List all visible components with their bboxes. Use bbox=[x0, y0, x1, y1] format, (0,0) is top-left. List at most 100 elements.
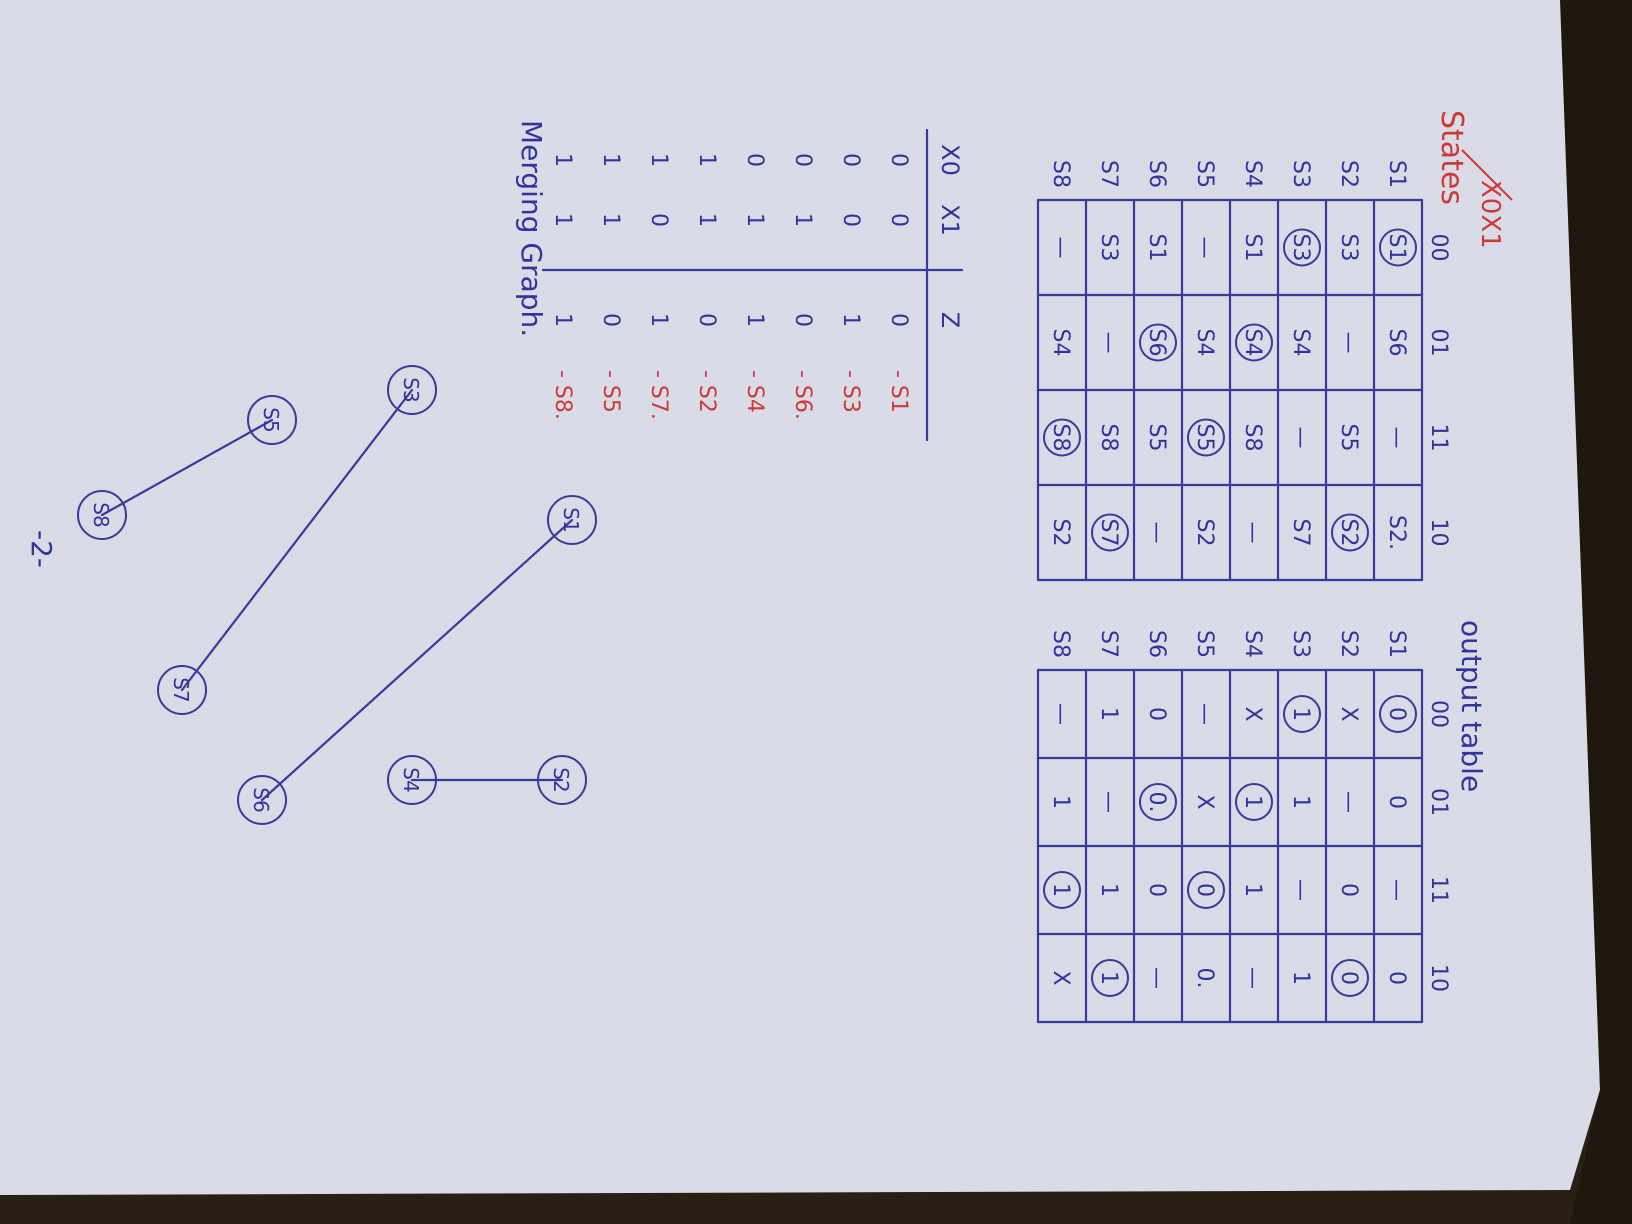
state-table-cell: S5 bbox=[1192, 424, 1217, 452]
state-table-row-label: S5 bbox=[1192, 160, 1217, 188]
state-table-cell: S3 bbox=[1288, 234, 1313, 262]
merging-graph-node-label: S4 bbox=[399, 767, 423, 792]
output-table-cell: 1 bbox=[1096, 707, 1121, 721]
state-table-cell: — bbox=[1240, 522, 1265, 544]
state-table-cell: S6 bbox=[1384, 329, 1409, 357]
truth-table-state: - S6. bbox=[790, 370, 815, 420]
merging-graph-node bbox=[237, 775, 287, 825]
merging-graph-node bbox=[547, 495, 597, 545]
merging-graph-node-label: S7 bbox=[169, 677, 193, 702]
output-table-cell: 1 bbox=[1096, 883, 1121, 897]
output-table-cell-circle bbox=[1331, 959, 1369, 997]
state-table-row-label: S6 bbox=[1144, 160, 1169, 188]
output-table-cell-circle bbox=[1379, 695, 1417, 733]
truth-table-cell: 1 bbox=[550, 213, 575, 227]
output-table-cell: 1 bbox=[1240, 795, 1265, 809]
output-table-row-label: S6 bbox=[1144, 630, 1169, 658]
merging-graph-node bbox=[537, 755, 587, 805]
output-table-cell: 0 bbox=[1336, 971, 1361, 985]
output-table-row-label: S3 bbox=[1288, 630, 1313, 658]
output-table-row-label: S1 bbox=[1384, 630, 1409, 658]
state-table-cell: S5 bbox=[1336, 424, 1361, 452]
output-table-row-label: S7 bbox=[1096, 630, 1121, 658]
truth-table-state: - S4 bbox=[742, 370, 767, 413]
state-table-cell: S4 bbox=[1192, 329, 1217, 357]
state-table-cell: S1 bbox=[1384, 234, 1409, 262]
output-table-col-header: 10 bbox=[1426, 964, 1451, 992]
truth-table-state: - S5 bbox=[598, 370, 623, 413]
output-table-cell-circle bbox=[1043, 871, 1081, 909]
truth-table-cell: 0 bbox=[790, 313, 815, 327]
merging-graph-node-label: S5 bbox=[259, 407, 283, 432]
output-table-row-label: S8 bbox=[1048, 630, 1073, 658]
output-table-row-label: S4 bbox=[1240, 630, 1265, 658]
truth-table-header: Z bbox=[936, 312, 964, 328]
state-table-col-header: 00 bbox=[1426, 234, 1451, 262]
truth-table-cell: 1 bbox=[598, 213, 623, 227]
state-table-cell-circle bbox=[1235, 323, 1273, 362]
state-table-cell: S8 bbox=[1240, 424, 1265, 452]
output-table-cell-circle bbox=[1091, 959, 1129, 997]
output-table-cell: X bbox=[1336, 706, 1361, 721]
state-table-input-label: X0X1 bbox=[1475, 180, 1505, 249]
merging-graph-label: Merging Graph. bbox=[515, 120, 548, 337]
output-table-cell: 1 bbox=[1288, 795, 1313, 809]
output-table-cell-circle bbox=[1283, 695, 1321, 733]
state-table-cell: S2 bbox=[1192, 519, 1217, 547]
output-table-cell: X bbox=[1048, 970, 1073, 985]
output-table-row-label: S2 bbox=[1336, 630, 1361, 658]
truth-table-cell: 0 bbox=[598, 313, 623, 327]
truth-table-cell: 1 bbox=[742, 213, 767, 227]
state-table-cell: S1 bbox=[1240, 234, 1265, 262]
state-table-cell: S7 bbox=[1096, 519, 1121, 547]
truth-table-state: - S7. bbox=[646, 370, 671, 420]
output-table-col-header: 01 bbox=[1426, 788, 1451, 816]
merging-graph-node bbox=[387, 755, 437, 805]
state-table-cell: S7 bbox=[1288, 519, 1313, 547]
state-table-row-label: S4 bbox=[1240, 160, 1265, 188]
state-table-cell: — bbox=[1048, 237, 1073, 259]
state-table-cell: S1 bbox=[1144, 234, 1169, 262]
truth-table-state: - S2 bbox=[694, 370, 719, 413]
state-table-cell-circle bbox=[1283, 228, 1321, 267]
state-table-cell: — bbox=[1144, 522, 1169, 544]
state-table: States X0X1 00011110S1S1S6—S2.S2S3—S5S2S… bbox=[1036, 110, 1513, 582]
output-table-cell-circle bbox=[1235, 783, 1273, 821]
truth-table-cell: 0 bbox=[694, 313, 719, 327]
state-table-grid: 00011110S1S1S6—S2.S2S3—S5S2S3S3S4—S7S4S1… bbox=[1036, 160, 1451, 582]
state-table-row-label: S1 bbox=[1384, 160, 1409, 188]
truth-table-cell: 1 bbox=[838, 313, 863, 327]
output-table-cell: 0. bbox=[1192, 968, 1217, 989]
state-table-col-header: 01 bbox=[1426, 329, 1451, 357]
state-table-cell: S2 bbox=[1336, 519, 1361, 547]
output-table-cell: X bbox=[1192, 794, 1217, 809]
state-table-col-header: 11 bbox=[1426, 424, 1451, 452]
merging-graph-node-label: S6 bbox=[249, 787, 273, 812]
truth-table-cell: 0 bbox=[838, 213, 863, 227]
output-table-cell: — bbox=[1384, 879, 1409, 901]
merging-graph-node bbox=[157, 665, 207, 715]
merging-graph-node-label: S1 bbox=[559, 507, 583, 532]
state-table-cell: S2. bbox=[1384, 515, 1409, 550]
state-table-cell: — bbox=[1288, 427, 1313, 449]
output-table-cell: 0 bbox=[1384, 795, 1409, 809]
merging-graph-edge bbox=[100, 418, 274, 517]
output-table-title: output table bbox=[1455, 620, 1488, 792]
state-table-cell: S2 bbox=[1048, 519, 1073, 547]
state-table-corner-line bbox=[1461, 149, 1513, 201]
output-table-cell: — bbox=[1288, 879, 1313, 901]
output-table-cell: 0 bbox=[1144, 883, 1169, 897]
output-table-cell: — bbox=[1048, 703, 1073, 725]
merging-graph-node-label: S3 bbox=[399, 377, 423, 402]
output-table-col-header: 00 bbox=[1426, 700, 1451, 728]
truth-table-cell: 1 bbox=[550, 313, 575, 327]
state-table-cell-circle bbox=[1331, 513, 1369, 552]
truth-table-cell: 1 bbox=[694, 153, 719, 167]
state-table-cell: S5 bbox=[1144, 424, 1169, 452]
truth-table-cell: 1 bbox=[742, 313, 767, 327]
truth-table-cell: 1 bbox=[598, 153, 623, 167]
state-table-cell-circle bbox=[1139, 323, 1177, 362]
output-table-cell: 1 bbox=[1096, 971, 1121, 985]
